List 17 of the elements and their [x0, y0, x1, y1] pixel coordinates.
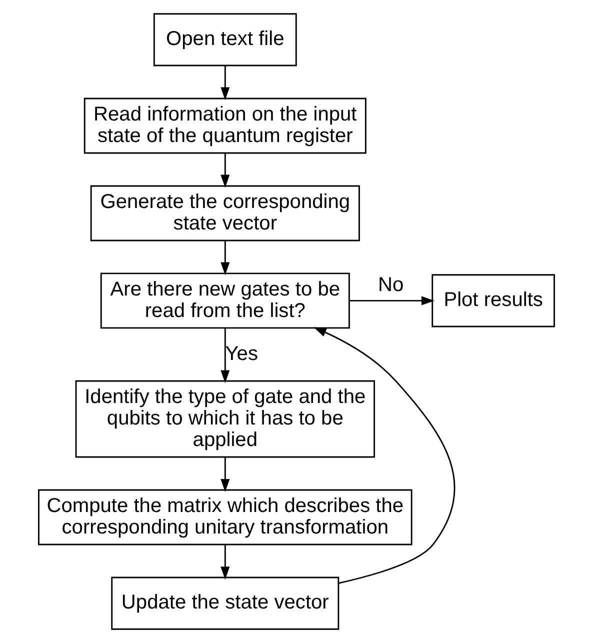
node-box: Read information on the input state of the quantum register [84, 98, 366, 154]
node-box: Are there new gates to be read from the list? [100, 272, 350, 329]
arrow [313, 327, 456, 584]
node-box: Update the state vector [111, 576, 340, 630]
arrow [349, 296, 434, 306]
node-box: Compute the matrix which describes the corresponding unitary transformation [38, 489, 412, 546]
node-box: Open text file [153, 13, 297, 66]
arrow [220, 153, 230, 188]
arrow [220, 544, 230, 580]
node-box: Generate the corresponding state vector [90, 185, 360, 242]
arrow [220, 240, 230, 276]
arrow [220, 457, 230, 492]
arrow [220, 328, 230, 384]
node-box: Identify the type of gate and the qubits to which it has to be applied [75, 380, 376, 458]
edge-label: No [378, 274, 404, 296]
arrow [220, 66, 230, 100]
node-box: Plot results [432, 274, 555, 328]
